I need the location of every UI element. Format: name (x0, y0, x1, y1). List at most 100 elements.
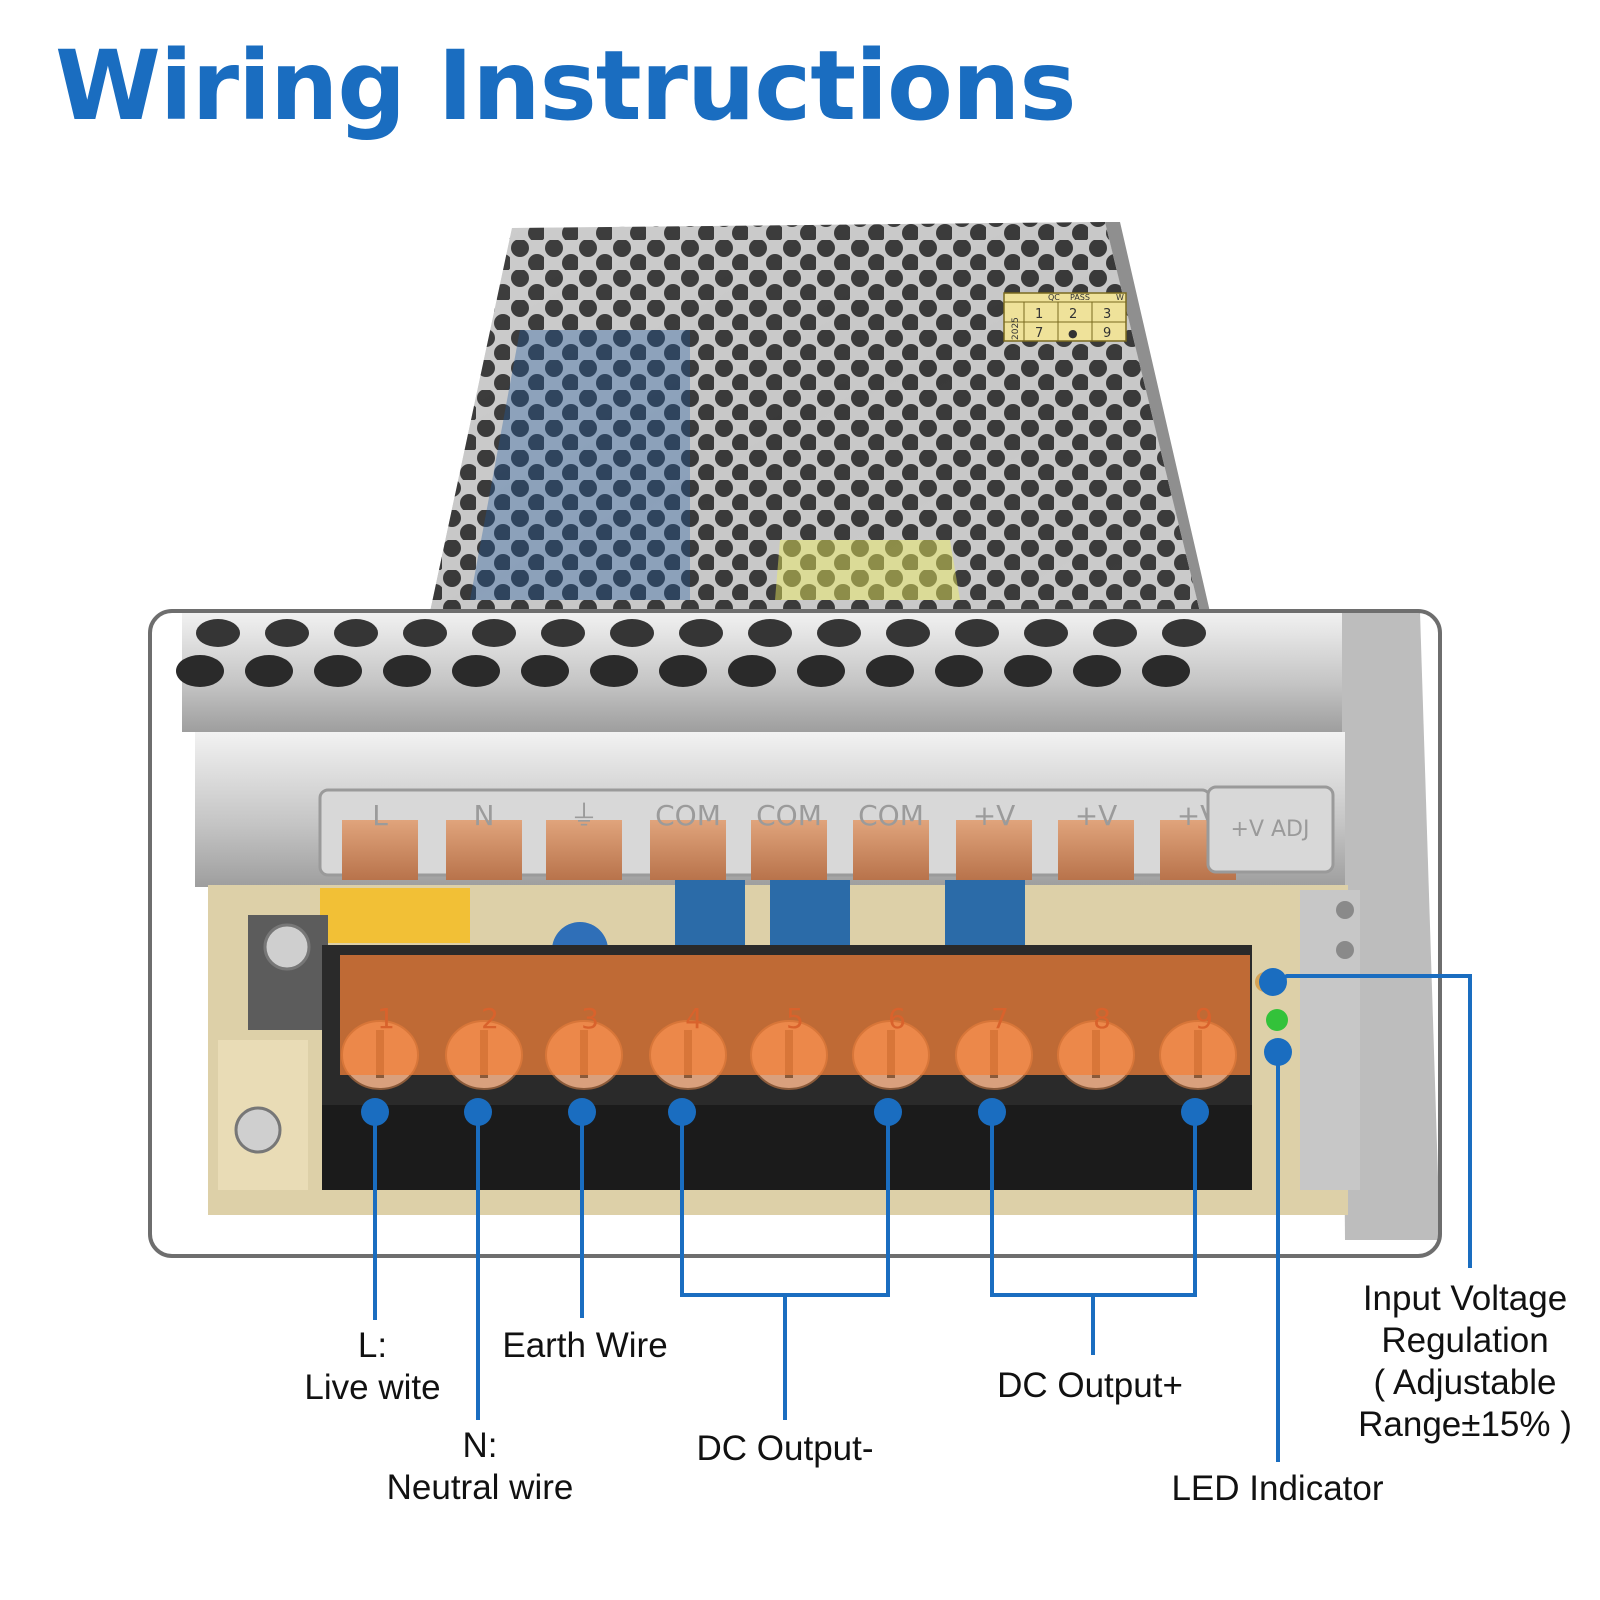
adjust-mark: +V ADJ (1231, 817, 1310, 842)
label-earth-wire-line1: Earth Wire (502, 1326, 668, 1365)
vent-hole (176, 655, 224, 687)
terminal-contact (650, 820, 726, 880)
vent-hole (1024, 619, 1068, 647)
front-vent-holes (176, 619, 1206, 687)
terminal-mark: COM (756, 799, 822, 832)
label-neutral-wire-line1: N: (462, 1426, 498, 1465)
vent-hole (521, 655, 569, 687)
sticker-cell-3: 3 (1103, 307, 1111, 322)
vent-hole (196, 619, 240, 647)
label-live-wire: L: Live wite (285, 1325, 460, 1409)
vent-hole (1093, 619, 1137, 647)
vent-hole (245, 655, 293, 687)
sticker-cell-9: 9 (1103, 326, 1111, 341)
label-voltage-regulation-line1: Input Voltage (1362, 1279, 1568, 1318)
vent-hole (659, 655, 707, 687)
terminal-number: 1 (377, 1002, 395, 1035)
label-neutral-wire: N: Neutral wire (365, 1425, 595, 1509)
qc-sticker: QC PASS W 2025 1 2 3 7 ● 9 (1003, 292, 1127, 342)
led-indicator (1266, 1009, 1288, 1031)
callout-dot (668, 1098, 696, 1126)
vent-hole (472, 619, 516, 647)
mounting-bracket (218, 915, 328, 1190)
terminal-mark: ⏚ (570, 799, 598, 832)
terminal-contact (751, 820, 827, 880)
sticker-year: 2025 (1011, 317, 1021, 340)
callout-dots (361, 968, 1292, 1126)
terminal-block: 1 2 3 4 5 6 7 8 9 (322, 945, 1252, 1190)
vent-hole (314, 655, 362, 687)
terminal-contact (1058, 820, 1134, 880)
callout-dot (1259, 968, 1287, 996)
label-earth-wire: Earth Wire (485, 1325, 685, 1367)
terminal-mark: N (474, 799, 495, 832)
terminal-number: 8 (1093, 1002, 1111, 1035)
vent-hole (610, 619, 654, 647)
vent-hole (886, 619, 930, 647)
terminal-mark: L (372, 799, 388, 832)
top-cover (430, 222, 1210, 612)
terminal-number: 2 (481, 1002, 499, 1035)
vent-hole (1073, 655, 1121, 687)
terminal-numbers: 1 2 3 4 5 6 7 8 9 (377, 1002, 1213, 1035)
vent-hole (334, 619, 378, 647)
vent-hole (403, 619, 447, 647)
terminal-mark: COM (655, 799, 721, 832)
sticker-cell-1: 1 (1035, 307, 1043, 322)
terminal-mark: +V (973, 799, 1016, 832)
vent-hole (679, 619, 723, 647)
callout-dot (361, 1098, 389, 1126)
vent-hole (265, 619, 309, 647)
highlight-frame (148, 609, 1442, 1258)
callout-dot (464, 1098, 492, 1126)
label-voltage-regulation-line2: Regulation (1381, 1321, 1549, 1360)
vent-hole (383, 655, 431, 687)
label-dc-output-minus-line1: DC Output- (696, 1429, 874, 1468)
label-dc-output-plus: DC Output+ (980, 1365, 1200, 1407)
terminal-contact (546, 820, 622, 880)
vent-hole (955, 619, 999, 647)
terminal-contact (446, 820, 522, 880)
sticker-pass: PASS (1070, 293, 1090, 302)
sticker-w: W (1116, 293, 1124, 302)
label-live-wire-line1: L: (357, 1326, 388, 1365)
terminal-number: 5 (786, 1002, 804, 1035)
terminal-cover (340, 955, 1250, 1075)
sticker-qc: QC (1048, 293, 1060, 302)
side-panel (1340, 612, 1440, 1240)
callout-dot (978, 1098, 1006, 1126)
vent-hole (728, 655, 776, 687)
page-title: Wiring Instructions (55, 30, 1076, 142)
terminal-number: 6 (888, 1002, 906, 1035)
terminal-contact (853, 820, 929, 880)
label-led-indicator: LED Indicator (1150, 1468, 1405, 1510)
terminal-number: 4 (685, 1002, 703, 1035)
vent-hole (866, 655, 914, 687)
terminal-contact (956, 820, 1032, 880)
terminal-number: 9 (1195, 1002, 1213, 1035)
sticker-cell-2: 2 (1069, 307, 1077, 322)
terminal-number: 7 (991, 1002, 1009, 1035)
label-led-indicator-line1: LED Indicator (1171, 1469, 1384, 1508)
callout-dot (568, 1098, 596, 1126)
vent-hole (817, 619, 861, 647)
vent-hole (797, 655, 845, 687)
terminal-mark: COM (858, 799, 924, 832)
label-voltage-regulation-line3: ( Adjustable (1373, 1363, 1557, 1402)
label-voltage-regulation-line4: Range±15% ) (1358, 1405, 1572, 1444)
vent-hole (1162, 619, 1206, 647)
terminal-contact (342, 820, 418, 880)
terminal-mark: +V (1075, 799, 1118, 832)
label-neutral-wire-line2: Neutral wire (386, 1468, 574, 1507)
vent-hole (452, 655, 500, 687)
callout-dot (874, 1098, 902, 1126)
vent-hole (541, 619, 585, 647)
callout-dot (1264, 1038, 1292, 1066)
vent-hole (935, 655, 983, 687)
label-dc-output-plus-line1: DC Output+ (997, 1366, 1183, 1405)
terminal-number: 3 (581, 1002, 599, 1035)
label-dc-output-minus: DC Output- (675, 1428, 895, 1470)
